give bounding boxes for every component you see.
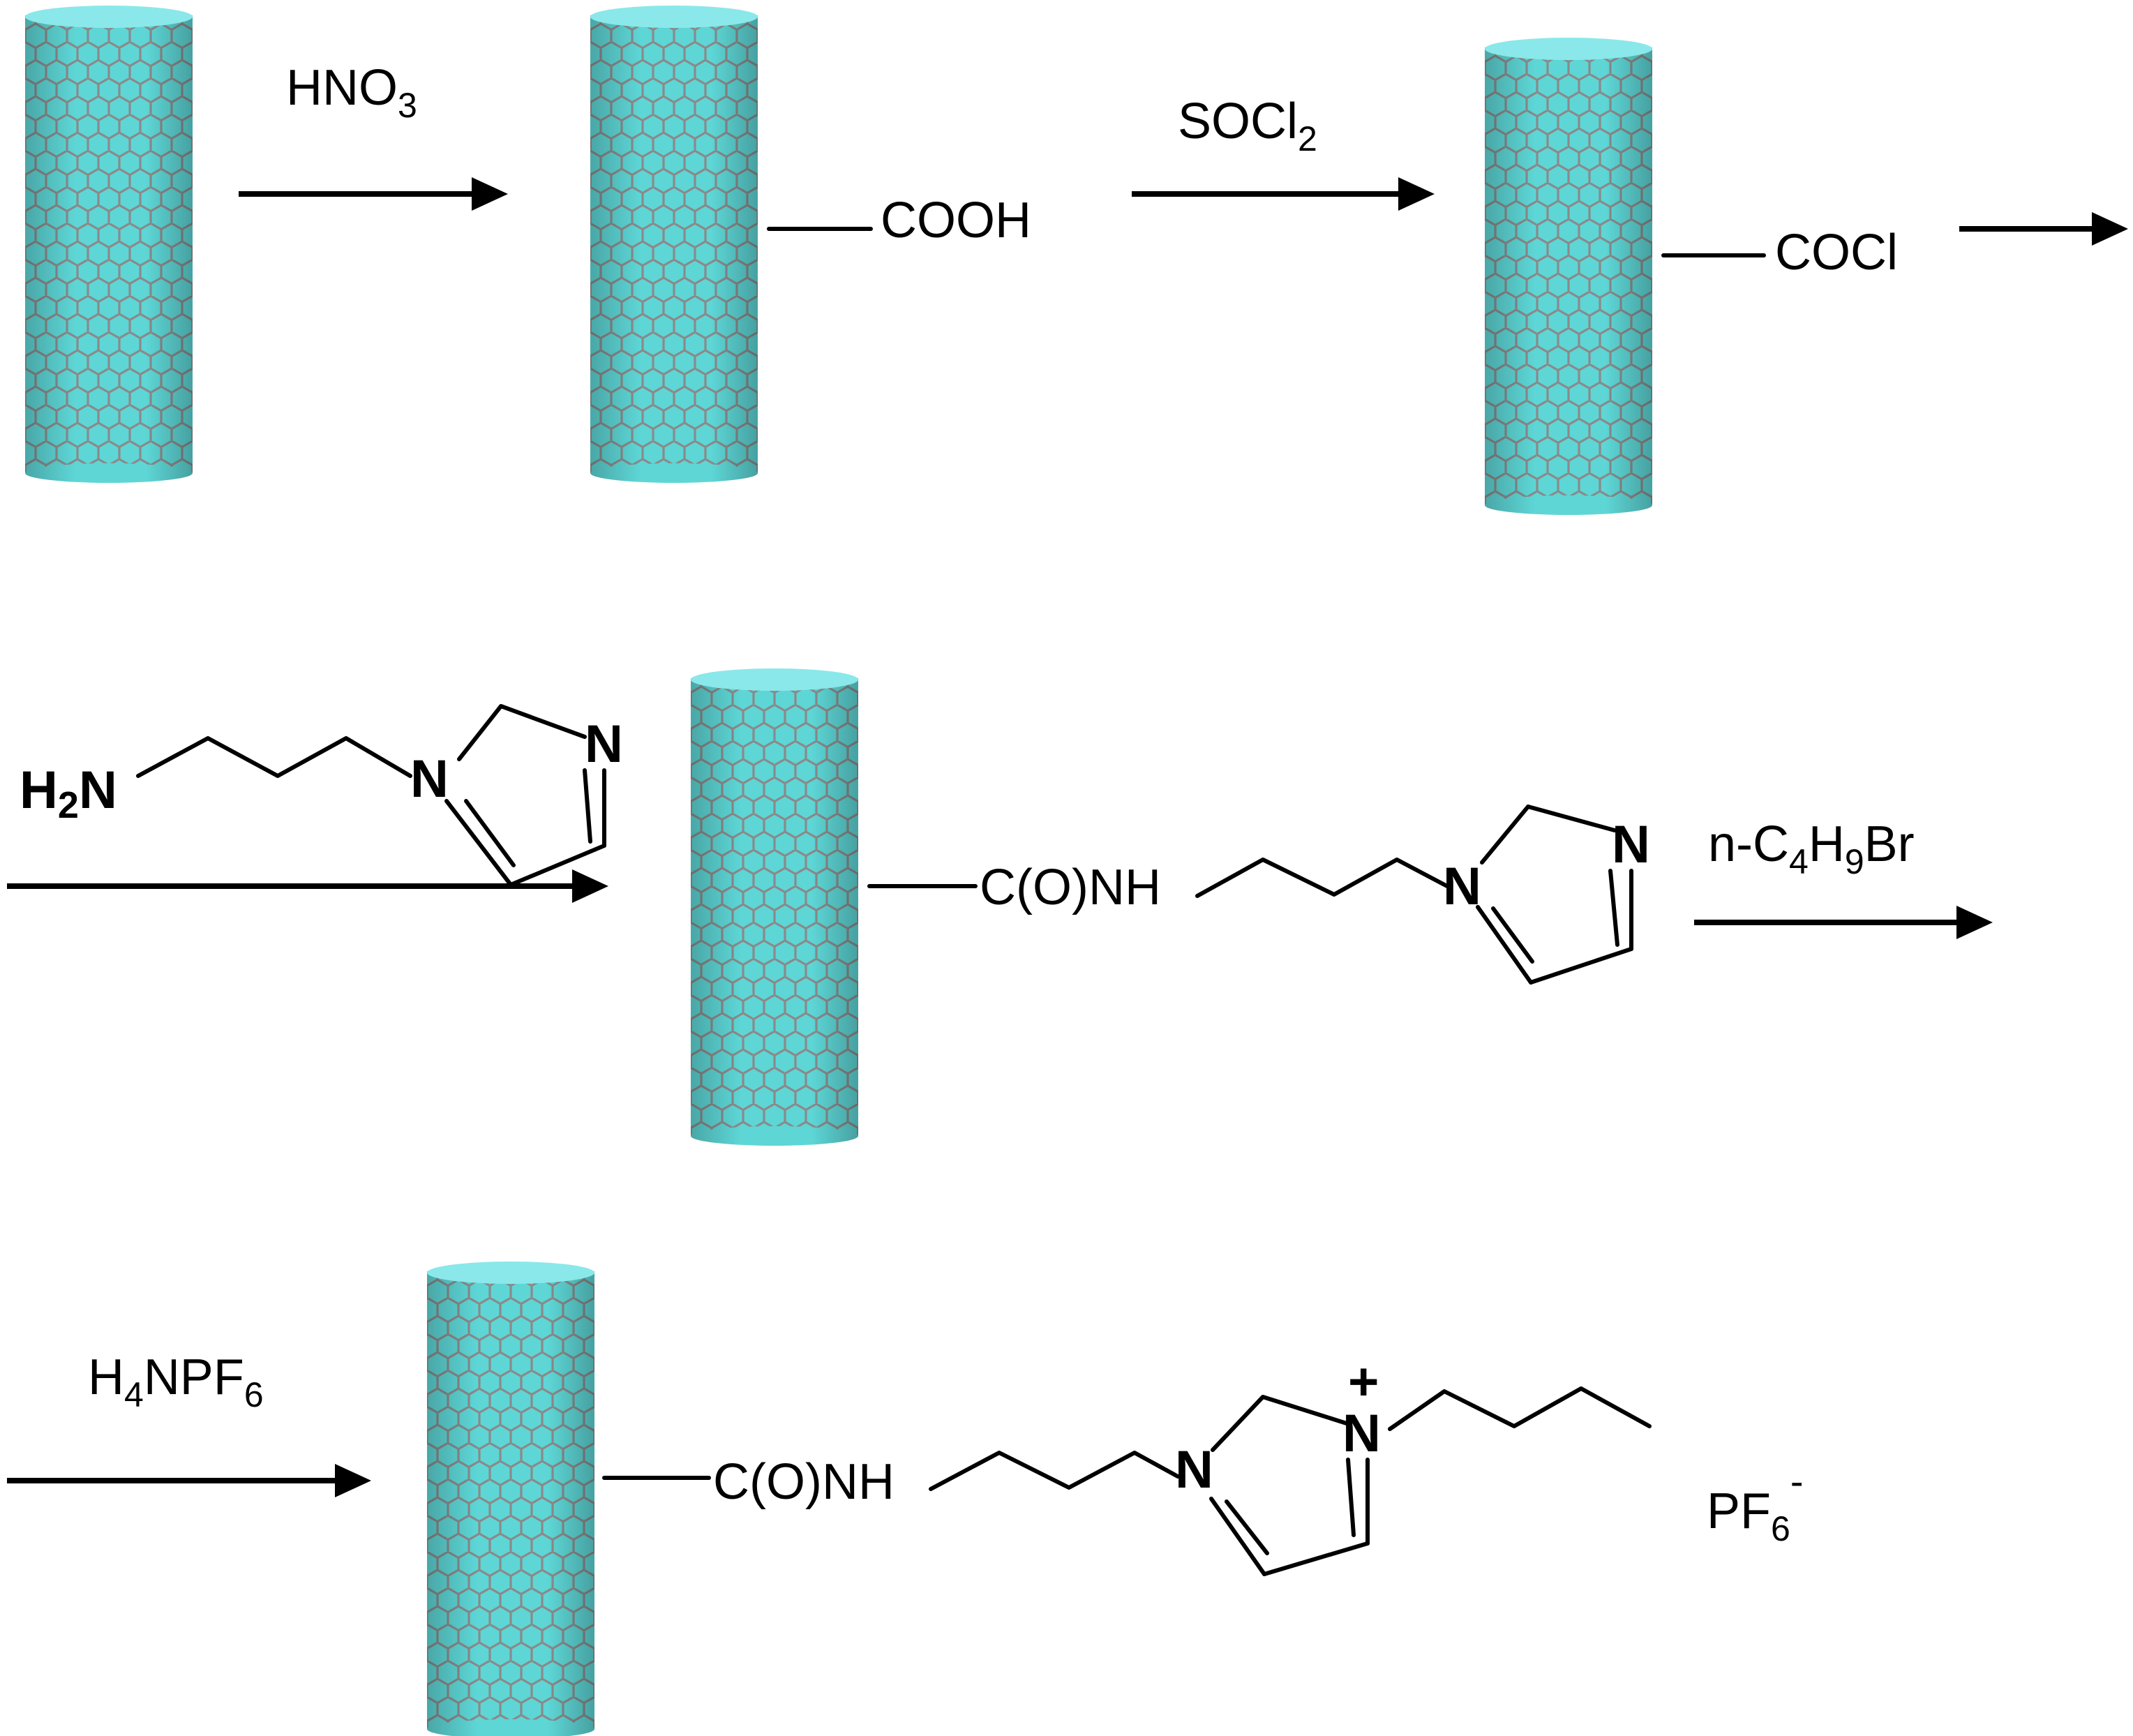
arrow-right-icon [472, 177, 508, 211]
group-amide-1: C(O)NH [980, 860, 1161, 915]
group-cooh: COOH [881, 193, 1031, 248]
product-2-imidazolium: N N + [929, 1352, 1652, 1576]
counterion-pf6: PF6- [1707, 1459, 1803, 1548]
reagent-hno3: HNO3 [286, 60, 417, 125]
arrow-right-icon [335, 1464, 371, 1497]
amine-group: H2N [20, 761, 117, 826]
reaction-arrow-3 [1959, 212, 2128, 246]
arrow-right-icon [1956, 906, 1993, 939]
reaction-arrow-1 [239, 177, 508, 211]
imidazolium-n1: N [1175, 1440, 1213, 1499]
group-amide-2: C(O)NH [713, 1454, 895, 1510]
nanotube-icon [25, 6, 193, 483]
imidazole-n3: N [585, 714, 623, 774]
reaction-arrow-6 [7, 1464, 371, 1497]
reagent-ammonium-hexafluorophosphate: H4NPF6 [88, 1349, 264, 1414]
imidazolium-n3: N [1342, 1404, 1381, 1463]
nanotube-icon [1485, 38, 1652, 515]
arrow-right-icon [2092, 212, 2128, 246]
imidazole-n1: N [1443, 857, 1481, 916]
reaction-arrow-4 [7, 869, 608, 903]
group-cocl: COCl [1775, 225, 1898, 280]
arrow-right-icon [572, 869, 608, 903]
reagent-aminopropylimidazole: H2N N N [20, 704, 623, 887]
imidazole-n1: N [410, 749, 449, 809]
product-1-chain: N N [1195, 805, 1650, 985]
positive-charge: + [1348, 1352, 1379, 1412]
imidazole-n3: N [1612, 815, 1650, 874]
arrow-right-icon [1398, 177, 1435, 211]
nanotube-icon [590, 6, 758, 483]
nanotube-icon [427, 1262, 594, 1736]
nanotube-icon [691, 668, 858, 1146]
reagent-butyl-bromide: n-C4H9Br [1708, 816, 1915, 881]
reaction-arrow-5 [1694, 906, 1993, 939]
reaction-arrow-2 [1132, 177, 1435, 211]
reagent-socl2: SOCl2 [1178, 93, 1317, 158]
